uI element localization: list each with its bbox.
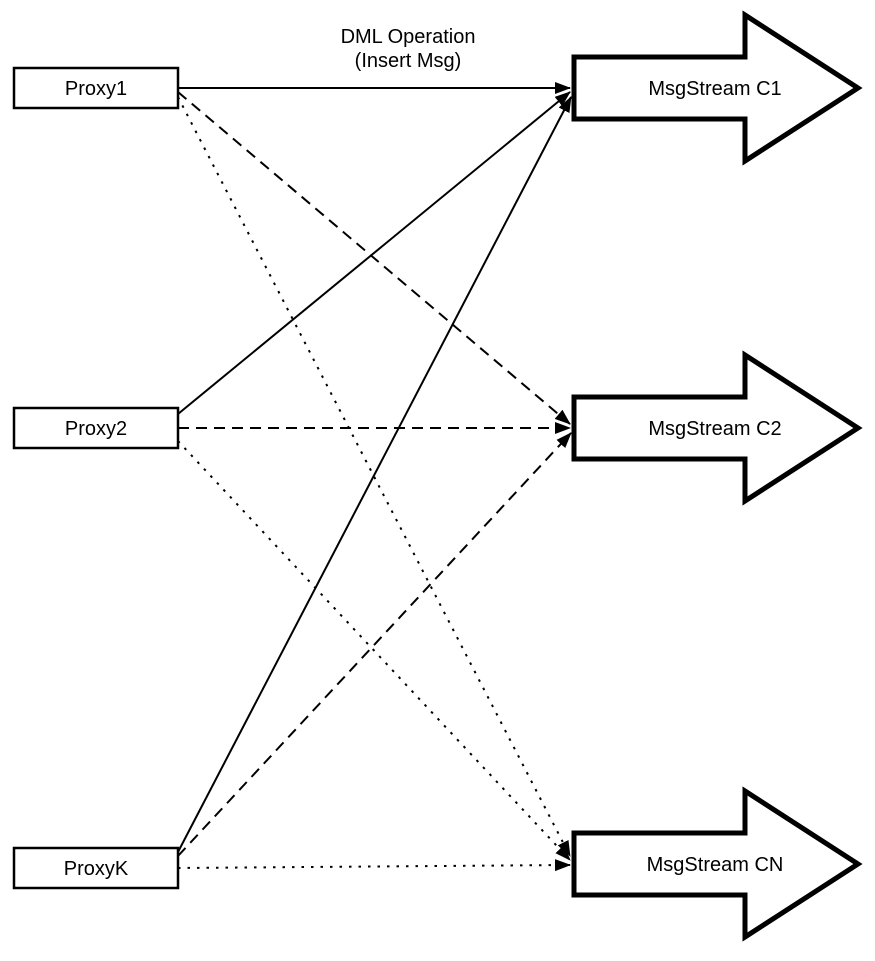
msgstream-c1-arrow-shape — [571, 10, 863, 166]
edge-proxy2-to-cn-dotted — [177, 440, 571, 861]
msgstream-cn-label: MsgStream CN — [647, 854, 784, 876]
node-msgstream-c1: MsgStream C1 — [571, 10, 863, 166]
msgstream-c1-label: MsgStream C1 — [648, 78, 781, 100]
edge-proxy1-to-c2-dashed — [177, 91, 571, 425]
msgstream-c2-label: MsgStream C2 — [648, 418, 781, 440]
msgstream-c2-arrow-shape — [571, 350, 863, 506]
proxy2-label: Proxy2 — [65, 418, 127, 440]
msgstream-cn-arrow-shape — [571, 786, 863, 942]
node-msgstream-cn: MsgStream CN — [571, 786, 863, 942]
proxyk-label: ProxyK — [64, 858, 129, 880]
edge-proxyk-to-c2-dashed — [177, 432, 572, 857]
proxy2-box — [12, 406, 180, 450]
edge-proxyk-to-c1-solid — [177, 96, 572, 853]
node-msgstream-c2: MsgStream C2 — [571, 350, 863, 506]
node-proxy2: Proxy2 — [12, 406, 180, 450]
proxyk-box — [12, 846, 180, 890]
annotation-dml-operation: DML Operation — [341, 26, 476, 48]
node-proxyk: ProxyK — [12, 846, 180, 890]
proxy1-label: Proxy1 — [65, 78, 127, 100]
annotation-insert-msg: (Insert Msg) — [355, 50, 462, 72]
proxy1-box — [12, 66, 180, 110]
node-proxy1: Proxy1 — [12, 66, 180, 110]
edge-proxy2-to-c1-solid — [177, 91, 571, 415]
edge-proxyk-to-cn-dotted — [177, 859, 571, 872]
